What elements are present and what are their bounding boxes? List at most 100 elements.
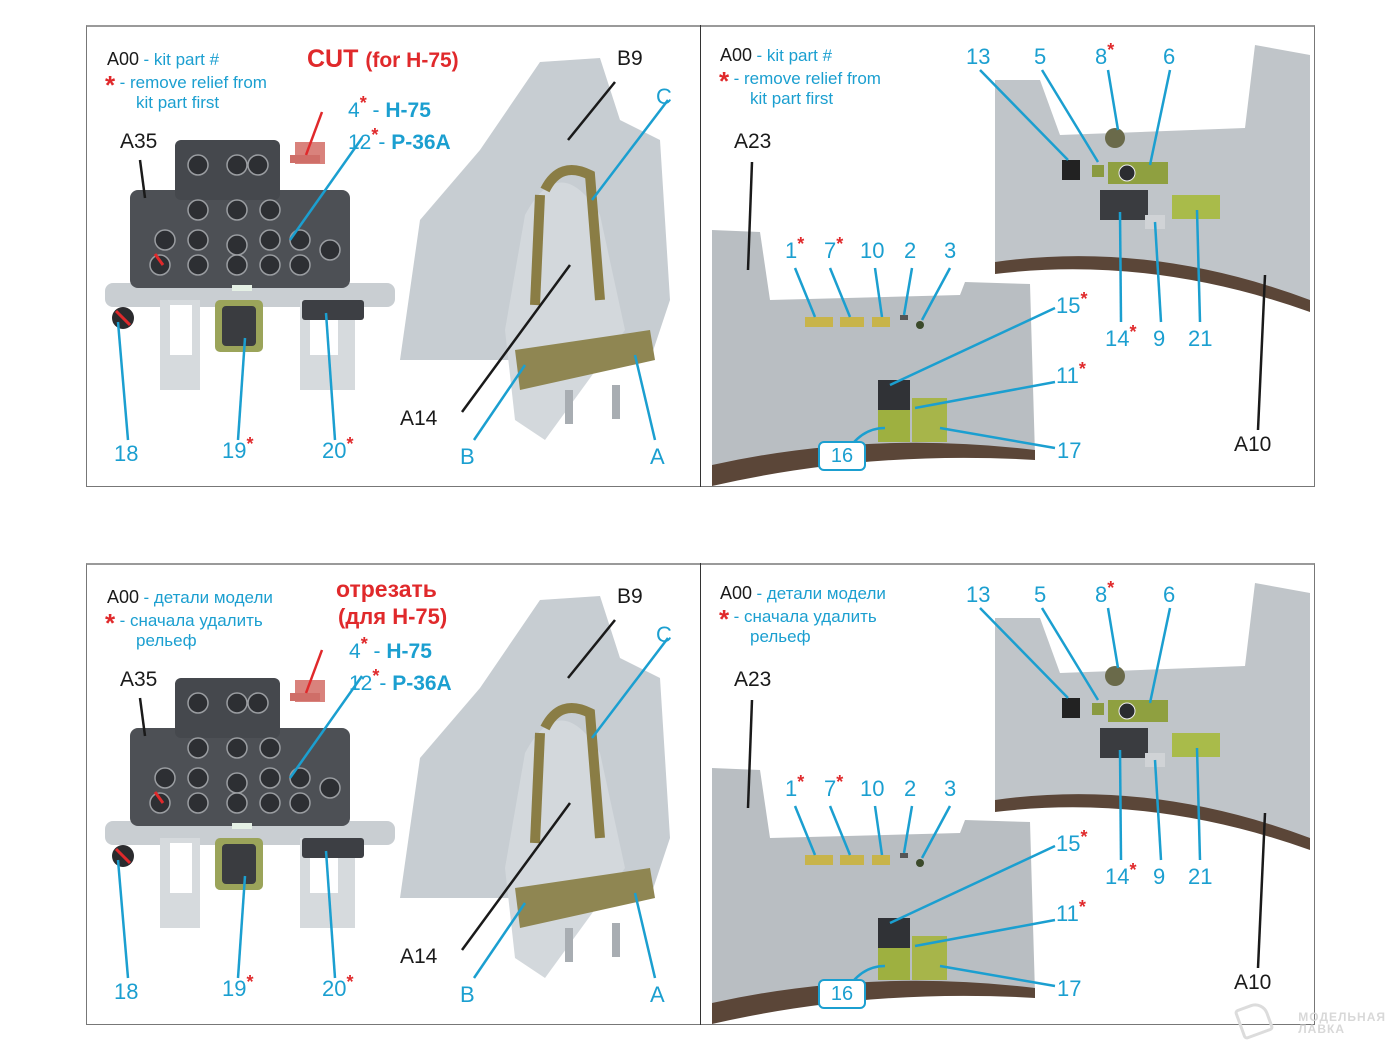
legend-kit-part: A00 - kit part #	[107, 49, 220, 69]
callout-9: 9	[1153, 326, 1166, 351]
callout-7: 7*	[824, 772, 844, 801]
legend-remove-relief-right: * - сначала удалить	[719, 604, 877, 634]
callout-17: 17	[1057, 976, 1082, 1001]
callout-7: 7*	[824, 234, 844, 263]
asterisk-icon: *	[359, 93, 367, 113]
callout-14: 14*	[1105, 322, 1137, 351]
cut-note: отрезать	[336, 576, 437, 602]
callout-seat-b: B	[460, 444, 475, 469]
part-label-b9: B9	[617, 47, 643, 70]
variant-1: 12*- P-36A	[348, 125, 451, 154]
callout-5: 5	[1034, 582, 1047, 607]
asterisk-icon: *	[1107, 40, 1115, 60]
legend-remove-relief-line2: kit part first	[136, 93, 220, 112]
variant-0: 4* - H-75	[349, 634, 432, 663]
callout-8: 8*	[1095, 578, 1115, 607]
callout-2: 2	[904, 238, 917, 263]
part-label-a14: A14	[400, 407, 438, 430]
callout-8: 8*	[1095, 40, 1115, 69]
callout-14: 14*	[1105, 860, 1137, 889]
part-label-a23: A23	[734, 130, 772, 153]
callout-21: 21	[1188, 864, 1213, 889]
asterisk-icon: *	[719, 604, 730, 634]
callout-15: 15*	[1056, 827, 1088, 856]
legend-kit-part: A00 - детали модели	[107, 587, 273, 607]
callout-18: 18	[114, 979, 139, 1004]
callout-1: 1*	[785, 234, 805, 263]
legend-kit-part-right: A00 - kit part #	[720, 45, 833, 65]
callout-16: 16	[818, 441, 866, 471]
asterisk-icon: *	[346, 972, 354, 992]
callout-13: 13	[966, 582, 991, 607]
asterisk-icon: *	[246, 972, 254, 992]
asterisk-icon: *	[1129, 860, 1137, 880]
asterisk-icon: *	[797, 234, 805, 254]
callout-1: 1*	[785, 772, 805, 801]
callout-6: 6	[1163, 582, 1176, 607]
callout-20: 20*	[322, 972, 354, 1001]
callout-16: 16	[818, 979, 866, 1009]
callout-5: 5	[1034, 44, 1047, 69]
asterisk-icon: *	[360, 634, 368, 654]
asterisk-icon: *	[1080, 827, 1088, 847]
part-label-a23: A23	[734, 668, 772, 691]
asterisk-icon: *	[1129, 322, 1137, 342]
part-label-a35: A35	[120, 668, 158, 691]
part-label-a10: A10	[1234, 971, 1272, 994]
variant-0: 4* - H-75	[348, 93, 431, 122]
asterisk-icon: *	[797, 772, 805, 792]
callout-3: 3	[944, 776, 957, 801]
asterisk-icon: *	[1107, 578, 1115, 598]
asterisk-icon: *	[372, 666, 380, 686]
callout-11: 11*	[1056, 897, 1086, 926]
panel-divider	[700, 563, 701, 1025]
asterisk-icon: *	[105, 70, 116, 100]
callout-10: 10	[860, 238, 885, 263]
callout-20: 20*	[322, 434, 354, 463]
cut-note-line2: (для H-75)	[338, 604, 448, 629]
variant-1: 12*- P-36A	[349, 666, 452, 695]
callout-17: 17	[1057, 438, 1082, 463]
legend-remove-relief-right: * - remove relief from	[719, 66, 881, 96]
asterisk-icon: *	[836, 772, 844, 792]
callout-19: 19*	[222, 972, 254, 1001]
part-label-b9: B9	[617, 585, 643, 608]
part-label-a10: A10	[1234, 433, 1272, 456]
legend-remove-relief: * - remove relief from	[105, 70, 267, 100]
callout-seat-b: B	[460, 982, 475, 1007]
callout-15: 15*	[1056, 289, 1088, 318]
callout-18: 18	[114, 441, 139, 466]
asterisk-icon: *	[246, 434, 254, 454]
callout-2: 2	[904, 776, 917, 801]
legend-remove-relief-right-line2: рельеф	[750, 627, 811, 646]
legend-kit-part-right: A00 - детали модели	[720, 583, 886, 603]
asterisk-icon: *	[719, 66, 730, 96]
part-label-a35: A35	[120, 130, 158, 153]
asterisk-icon: *	[1078, 897, 1086, 917]
asterisk-icon: *	[1078, 359, 1086, 379]
callout-seat-c: C	[656, 84, 672, 109]
callout-6: 6	[1163, 44, 1176, 69]
asterisk-icon: *	[836, 234, 844, 254]
legend-remove-relief-right-line2: kit part first	[750, 89, 834, 108]
watermark: МОДЕЛЬНАЯ ЛАВКА	[1298, 1009, 1386, 1037]
legend-remove-relief-line2: рельеф	[136, 631, 197, 650]
asterisk-icon: *	[1080, 289, 1088, 309]
callout-11: 11*	[1056, 359, 1086, 388]
callout-21: 21	[1188, 326, 1213, 351]
callout-19: 19*	[222, 434, 254, 463]
asterisk-icon: *	[105, 608, 116, 638]
callout-3: 3	[944, 238, 957, 263]
callout-seat-a: A	[650, 982, 665, 1007]
callout-seat-c: C	[656, 622, 672, 647]
callout-10: 10	[860, 776, 885, 801]
asterisk-icon: *	[346, 434, 354, 454]
panel-divider	[700, 25, 701, 487]
callout-9: 9	[1153, 864, 1166, 889]
cut-note: CUT (for H-75)	[307, 45, 459, 73]
legend-remove-relief: * - сначала удалить	[105, 608, 263, 638]
callout-seat-a: A	[650, 444, 665, 469]
callout-13: 13	[966, 44, 991, 69]
asterisk-icon: *	[371, 125, 379, 145]
part-label-a14: A14	[400, 945, 438, 968]
